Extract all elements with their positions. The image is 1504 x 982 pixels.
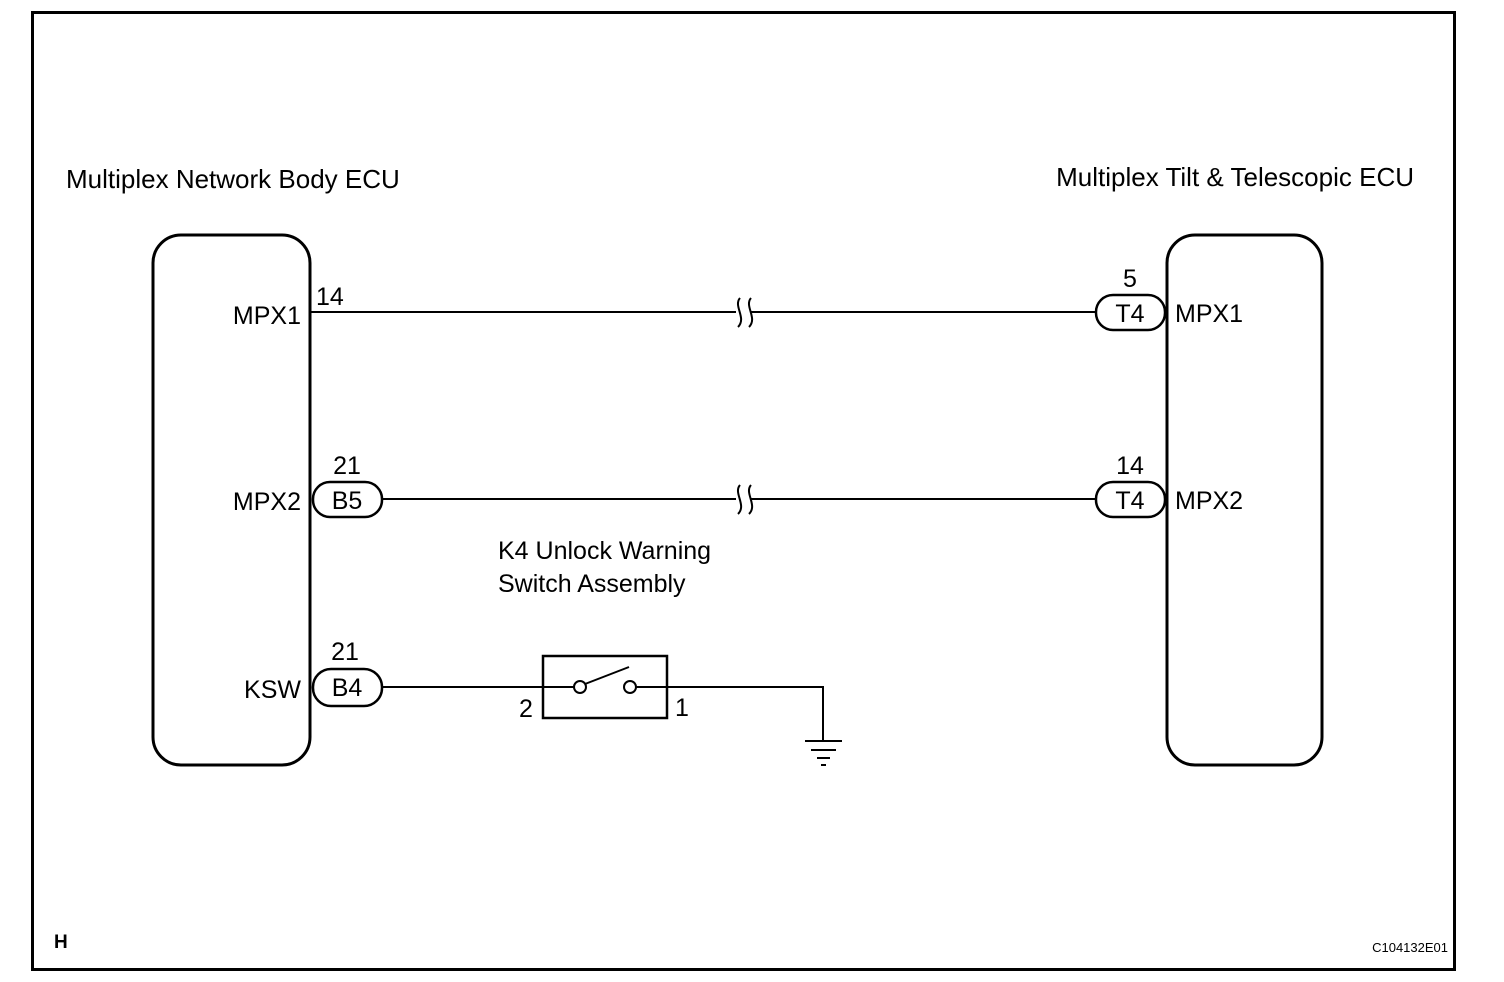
left-pin-mpx2-number: 21	[333, 452, 361, 480]
wire-ground	[667, 686, 824, 740]
ground-icon	[805, 740, 842, 766]
connector-b4-label: B4	[332, 674, 363, 702]
right-ecu-title: Multiplex Tilt & Telescopic ECU	[1056, 162, 1414, 192]
switch-title-line2: Switch Assembly	[498, 570, 686, 598]
right-pin-mpx2-number: 14	[1116, 452, 1144, 480]
right-pin-mpx2-name: MPX2	[1175, 487, 1243, 515]
left-ecu-title: Multiplex Network Body ECU	[66, 164, 400, 194]
left-pin-mpx2-name: MPX2	[233, 488, 301, 516]
wire-break-mpx2-icon	[737, 484, 754, 515]
connector-b5	[311, 480, 384, 519]
footer-code: C104132E01	[1372, 940, 1448, 955]
switch-title-line1: K4 Unlock Warning	[498, 537, 711, 565]
connector-t4-mpx1-label: T4	[1115, 300, 1144, 328]
connector-t4-mpx1	[1094, 293, 1167, 332]
right-ecu-box	[1165, 233, 1324, 767]
left-pin-mpx1-name: MPX1	[233, 302, 301, 330]
connector-t4-mpx2	[1094, 480, 1167, 519]
switch-contact-left	[573, 680, 587, 694]
switch-lever	[584, 666, 630, 685]
right-pin-mpx1-name: MPX1	[1175, 300, 1243, 328]
left-ecu-box	[151, 233, 312, 767]
switch-pin-right: 1	[675, 694, 689, 722]
left-pin-mpx1-number: 14	[316, 283, 344, 311]
footer-letter: H	[54, 932, 68, 953]
right-pin-mpx1-number: 5	[1123, 265, 1137, 293]
connector-b5-label: B5	[332, 487, 363, 515]
connector-t4-mpx2-label: T4	[1115, 487, 1144, 515]
wire-break-mpx1-icon	[737, 297, 754, 328]
switch-pin-left: 2	[519, 695, 533, 723]
switch-contact-right	[623, 680, 637, 694]
left-pin-ksw-name: KSW	[244, 676, 301, 704]
left-pin-ksw-number: 21	[331, 638, 359, 666]
diagram-frame	[31, 11, 1456, 971]
